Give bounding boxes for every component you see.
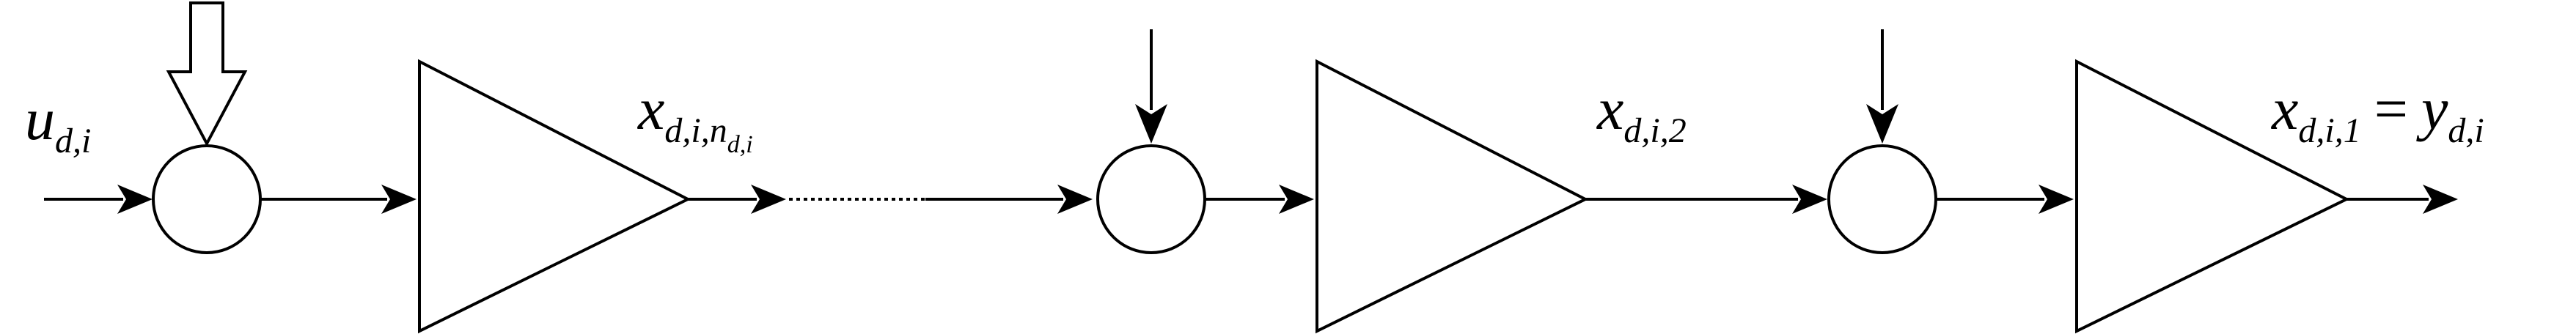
input-label: ud,i: [25, 86, 91, 160]
arrow-junction3-to-amp3: [1936, 185, 2074, 214]
arrow-amp2-to-junction3: [1585, 185, 1827, 214]
state-2-label: xd,i,2: [1596, 75, 1687, 150]
disturbance-arrow-3: [1866, 29, 1898, 144]
arrow-junction2-to-amp2: [1205, 185, 1314, 214]
summing-junction-1: [152, 144, 262, 254]
disturbance-arrow-2: [1135, 29, 1167, 144]
output-equation-label: xd,i,1=yd,i: [2271, 75, 2484, 150]
summing-junction-2: [1096, 144, 1206, 254]
arrow-into-junction-2: [925, 185, 1093, 214]
arrow-amp1-out: [688, 185, 786, 214]
hollow-disturbance-arrow: [166, 1, 248, 147]
summing-junction-3: [1827, 144, 1937, 254]
amplifier-block-1: [418, 59, 691, 334]
arrow-junction1-to-amp1: [260, 185, 417, 214]
input-arrow: [44, 185, 153, 214]
output-arrow: [2346, 185, 2458, 214]
state-n-label: xd,i,nd,i: [637, 75, 753, 158]
amplifier-block-3: [2075, 59, 2350, 334]
amplifier-block-2: [1315, 59, 1589, 334]
